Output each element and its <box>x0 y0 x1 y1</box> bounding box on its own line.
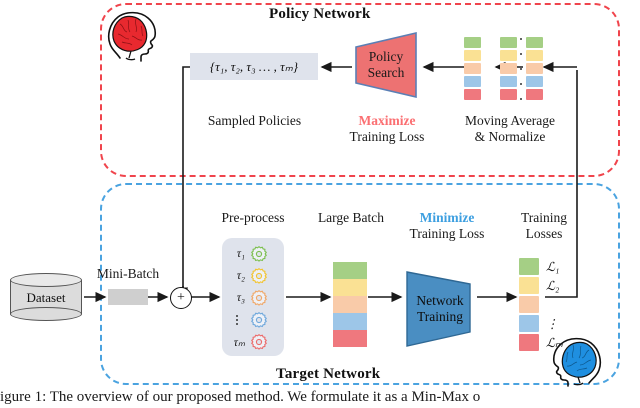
gear-icon <box>251 268 267 284</box>
chip-green <box>464 37 481 48</box>
chip-peach <box>500 63 517 74</box>
batch-segment-blue <box>333 313 367 330</box>
moving-average-line1: Moving Average <box>464 113 556 128</box>
target-network-container <box>100 183 620 385</box>
batch-segment-red <box>333 330 367 347</box>
loss-chip-yellow <box>519 277 539 294</box>
sum-symbol: + <box>177 290 185 305</box>
tau-label: τ₁ <box>236 248 245 260</box>
loss-item: ℒ₁ <box>519 258 563 275</box>
preprocess-panel: τ₁ τ₂ τ₃ <box>222 238 284 356</box>
chip-red <box>500 89 517 100</box>
sum-node: + <box>170 287 192 309</box>
chip-peach <box>464 63 481 74</box>
chip-yellow <box>464 50 481 61</box>
moving-average-column-3 <box>526 37 543 100</box>
maximize-sub: Training Loss <box>349 129 425 144</box>
chip-peach <box>526 63 543 74</box>
loss-name: ⋮ <box>546 316 559 331</box>
minimize-accent: Minimize <box>419 210 475 225</box>
preprocess-label: Pre-process <box>221 210 285 225</box>
loss-chip-peach <box>519 296 539 313</box>
policy-search-block: Policy Search <box>352 31 420 99</box>
maximize-accent: Maximize <box>358 113 416 128</box>
chip-blue <box>464 76 481 87</box>
dataset-cylinder: Dataset <box>10 273 82 321</box>
large-batch-label: Large Batch <box>317 210 385 225</box>
moving-average-line2: & Normalize <box>474 129 546 144</box>
minimize-sub: Training Loss <box>409 226 485 241</box>
tau-label: τₘ <box>233 337 245 349</box>
preprocess-row: τ₃ <box>229 289 268 307</box>
chip-blue <box>526 76 543 87</box>
preprocess-ellipsis <box>229 315 245 325</box>
batch-segment-peach <box>333 296 367 313</box>
policy-network-container <box>100 3 620 177</box>
loss-chip-green <box>519 258 539 275</box>
moving-average-column-2 <box>500 37 517 100</box>
minibatch-block <box>108 289 148 305</box>
minibatch-label: Mini-Batch <box>96 266 160 281</box>
chip-red <box>526 89 543 100</box>
chip-yellow <box>500 50 517 61</box>
gear-icon <box>251 290 267 306</box>
target-network-title: Target Network <box>276 366 381 382</box>
preprocess-row: τ₂ <box>229 267 268 285</box>
preprocess-row: τ₁ <box>229 245 268 263</box>
loss-item <box>519 296 563 313</box>
maximize-objective: Maximize Training Loss <box>332 113 442 145</box>
loss-chip-blue <box>519 315 539 332</box>
sampled-policies-text: {τ₁, τ₂, τ₃ … , τₘ} <box>209 58 299 74</box>
network-training-block: Network Training <box>404 270 476 348</box>
training-losses-label: Training Losses <box>505 210 583 242</box>
blue-brain-head-icon <box>545 333 611 392</box>
training-losses-list: ℒ₁ ℒ₂ ⋮ ℒₘ <box>519 258 563 353</box>
red-brain-head-icon <box>98 6 164 67</box>
gear-icon <box>251 246 267 262</box>
chip-green <box>526 37 543 48</box>
preprocess-row: τₘ <box>229 333 268 351</box>
dataset-label: Dataset <box>26 290 66 305</box>
gear-icon <box>251 312 267 328</box>
large-batch-stack <box>333 262 367 347</box>
training-losses-line2: Losses <box>525 226 563 241</box>
tau-label: τ₂ <box>236 270 245 282</box>
moving-average-column-1 <box>464 37 481 100</box>
batch-segment-yellow <box>333 279 367 296</box>
loss-chip-red <box>519 334 539 351</box>
chip-blue <box>500 76 517 87</box>
loss-item: ⋮ <box>519 315 563 332</box>
policy-network-title: Policy Network <box>269 6 371 22</box>
figure-caption: igure 1: The overview of our proposed me… <box>0 389 481 405</box>
loss-name: ℒ₁ <box>546 259 560 274</box>
sampled-policies-label: Sampled Policies <box>207 113 302 128</box>
training-losses-line1: Training <box>520 210 567 225</box>
chip-yellow <box>526 50 543 61</box>
batch-segment-green <box>333 262 367 279</box>
gear-icon <box>251 334 267 350</box>
chip-green <box>500 37 517 48</box>
sampled-policies-value: {τ₁, τ₂, τ₃ … , τₘ} <box>190 53 318 80</box>
tau-label: τ₃ <box>236 292 245 304</box>
minimize-objective: Minimize Training Loss <box>392 210 502 242</box>
moving-average-ellipsis <box>520 38 522 100</box>
moving-average-label: Moving Average & Normalize <box>440 113 580 145</box>
preprocess-row <box>229 311 268 329</box>
loss-name: ℒ₂ <box>546 278 560 293</box>
chip-red <box>464 89 481 100</box>
loss-item: ℒ₂ <box>519 277 563 294</box>
